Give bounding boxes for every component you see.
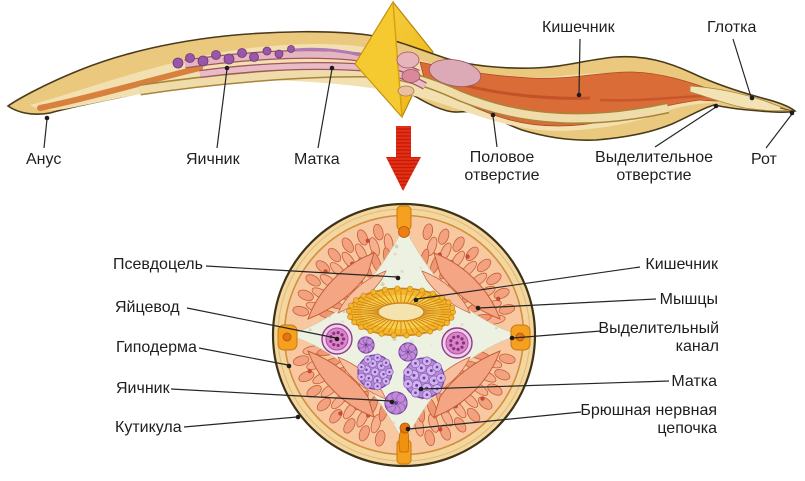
- intestine-shading2: [599, 94, 711, 102]
- label-mouth: Рот: [751, 151, 777, 168]
- label-excretory-canal: Выделительный канал: [598, 320, 719, 356]
- label-uterus-top: Матка: [294, 151, 340, 168]
- label-pharynx: Глотка: [707, 19, 757, 36]
- tail-band: [37, 65, 203, 111]
- cut-plane-front: [354, 0, 403, 119]
- ventral-nerve-cord: [396, 422, 412, 465]
- label-intestine-top: Кишечник: [542, 19, 615, 36]
- label-hypodermis: Гиподерма: [116, 339, 197, 356]
- cs-ovary-rosette: [398, 342, 418, 362]
- label-muscles: Мышцы: [659, 291, 718, 308]
- worm-gonad-duct: [139, 66, 670, 124]
- label-excretory-opening: Выделительное отверстие: [595, 149, 713, 185]
- cs-ovary-rosette: [357, 336, 375, 354]
- label-cuticle: Кутикула: [115, 419, 182, 436]
- label-uterus-right: Матка: [671, 373, 717, 390]
- worm-ovary-beads: [172, 45, 361, 69]
- label-genital-opening: Половое отверстие: [464, 149, 540, 185]
- muscle-wings: [307, 252, 501, 418]
- mouth-line: [779, 107, 794, 112]
- leader-dots: [44, 65, 795, 432]
- label-oviduct: Яйцевод: [115, 299, 180, 316]
- worm-cut-face: [396, 51, 421, 97]
- longitudinal-section: [6, 0, 797, 191]
- cs-intestine: [346, 285, 456, 339]
- cs-ovary-rosette: [384, 391, 408, 415]
- label-ovary-left: Яичник: [116, 380, 170, 397]
- label-nerve-cord: Брюшная нервная цепочка: [580, 402, 717, 438]
- excretory-canal-left: [277, 324, 298, 351]
- cs-oviduct: [441, 327, 473, 359]
- dorsal-nerve-cord: [396, 205, 412, 238]
- cross-section: [271, 202, 537, 468]
- section-arrow-icon: [386, 126, 421, 191]
- leader-lines: [43, 38, 793, 430]
- label-ovary-top: Яичник: [186, 151, 240, 168]
- cs-uterus: [403, 356, 446, 400]
- label-intestine-right: Кишечник: [645, 256, 718, 273]
- cs-uterus: [357, 353, 394, 391]
- label-anus: Анус: [26, 151, 62, 168]
- label-pseudocoel: Псевдоцель: [113, 256, 203, 273]
